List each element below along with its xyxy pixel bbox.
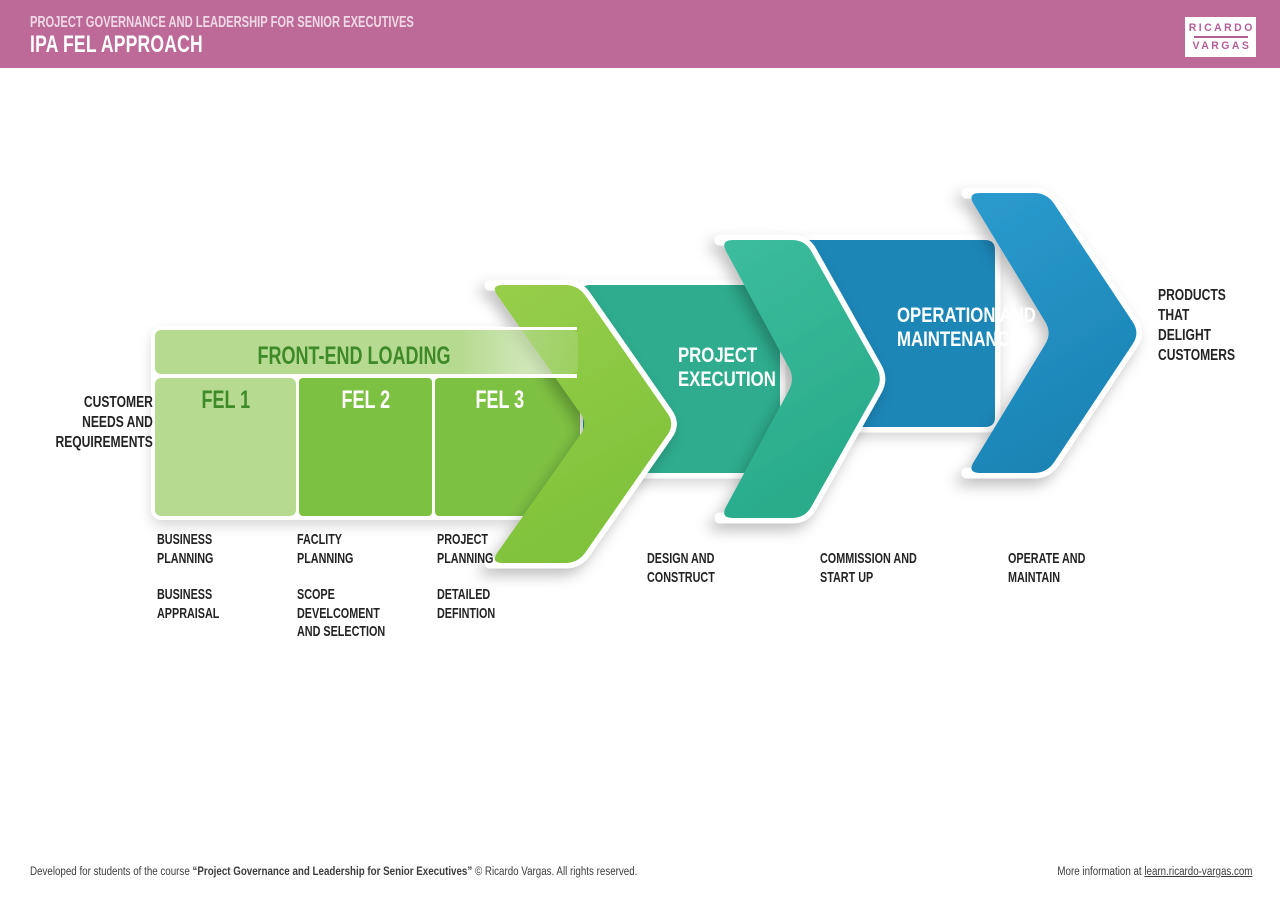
fel3-activity-top: PROJECT PLANNING (437, 531, 494, 567)
input-label: CUSTOMER NEEDS AND REQUIREMENTS (55, 394, 153, 451)
fel1-activity-top: BUSINESS PLANNING (157, 531, 214, 567)
stage-execution-label: PROJECT EXECUTION (678, 343, 776, 391)
fel3-activity-bottom: DETAILED DEFINTION (437, 586, 496, 622)
header-bar: PROJECT GOVERNANCE AND LEADERSHIP FOR SE… (0, 0, 1280, 68)
fel1-label: FEL 1 (201, 386, 250, 414)
fel2-activity-top: FACLITY PLANNING (297, 531, 354, 567)
fel2-cell (299, 378, 432, 516)
logo-line-2: VARGAS (1192, 40, 1252, 52)
fel2-activity-bottom: SCOPE DEVELCOMENT AND SELECTION (297, 586, 386, 640)
output-label: PRODUCTS THAT DELIGHT CUSTOMERS (1158, 287, 1236, 364)
fel2-label: FEL 2 (341, 386, 390, 414)
course-subtitle-text: PROJECT GOVERNANCE AND LEADERSHIP FOR SE… (30, 14, 414, 31)
page-title: IPA FEL APPROACH (30, 31, 267, 59)
execution-activity-1: DESIGN AND CONSTRUCT (647, 550, 715, 586)
fel1-activity-bottom: BUSINESS APPRAISAL (157, 586, 220, 622)
fel3-cell (435, 378, 580, 516)
course-subtitle: PROJECT GOVERNANCE AND LEADERSHIP FOR SE… (30, 14, 563, 32)
fel3-label: FEL 3 (475, 386, 525, 414)
execution-arrow-head (714, 234, 886, 524)
fel-arrow-head (484, 279, 677, 569)
page-title-text: IPA FEL APPROACH (30, 31, 203, 58)
execution-activity-2: COMMISSION AND START UP (820, 550, 917, 586)
footer-info: More information at learn.ricardo-vargas… (1056, 866, 1252, 878)
logo-line-1: RICARDO (1188, 22, 1255, 34)
stage-operation-label: OPERATION AND MAINTENANCE (897, 303, 1036, 351)
ricardo-vargas-logo: RICARDO VARGAS (1185, 17, 1256, 57)
footer-info-link[interactable]: learn.ricardo-vargas.com (1143, 866, 1252, 878)
fel-banner-label: FRONT-END LOADING (257, 342, 451, 370)
footer-credit: Developed for students of the course “Pr… (30, 866, 638, 878)
fel1-cell (155, 378, 296, 516)
operation-arrow-head (961, 187, 1142, 479)
fel-banner (155, 327, 578, 378)
operation-activity-1: OPERATE AND MAINTAIN (1008, 550, 1086, 586)
footer-credit-course: “Project Governance and Leadership for S… (192, 866, 473, 878)
logo-divider (1193, 36, 1248, 38)
